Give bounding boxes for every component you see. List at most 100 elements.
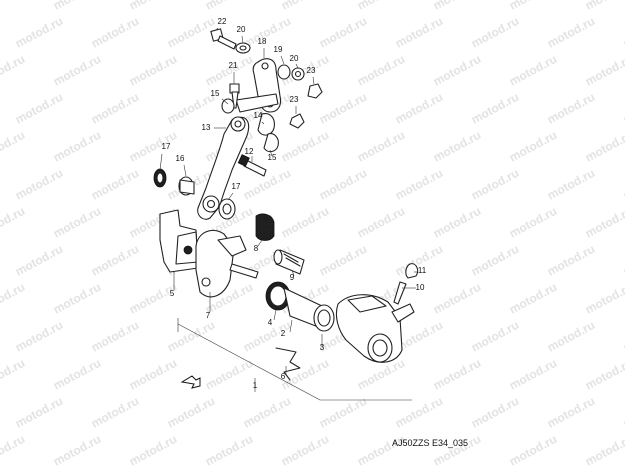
- watermark-text: motod.ru: [127, 280, 179, 317]
- watermark-text: motod.ru: [51, 52, 103, 89]
- watermark-text: motod.ru: [317, 166, 369, 203]
- bolt-part: [210, 28, 251, 54]
- watermark-text: motod.ru: [203, 432, 255, 468]
- watermark-text: motod.ru: [431, 52, 483, 89]
- watermark-text: motod.ru: [469, 14, 521, 51]
- watermark-text: motod.ru: [127, 0, 179, 13]
- watermark-text: motod.ru: [545, 242, 597, 279]
- watermark-text: motod.ru: [507, 356, 559, 393]
- watermark-text: motod.ru: [545, 14, 597, 51]
- watermark-text: motod.ru: [0, 52, 27, 89]
- watermark-text: motod.ru: [0, 128, 27, 165]
- callout-number-20: 20: [237, 25, 246, 34]
- leader-lines: [159, 27, 418, 392]
- callout-leader-line: [257, 239, 263, 247]
- watermark-text: motod.ru: [241, 166, 293, 203]
- front-direction-arrow-icon: [180, 375, 201, 389]
- callout-number-15: 15: [268, 153, 277, 162]
- caliper-body-part: [335, 294, 415, 363]
- watermark-text: motod.ru: [89, 318, 141, 355]
- watermark-text: motod.ru: [583, 128, 625, 165]
- slide-pin-part: [273, 249, 305, 275]
- watermark-text: motod.ru: [317, 394, 369, 431]
- watermark-text: motod.ru: [621, 394, 625, 431]
- callout-number-17: 17: [232, 182, 241, 191]
- bushing-part: [277, 64, 323, 129]
- callout-number-17: 17: [162, 142, 171, 151]
- callout-number-16: 16: [176, 154, 185, 163]
- watermark-text: motod.ru: [583, 52, 625, 89]
- watermark-text: motod.ru: [51, 356, 103, 393]
- watermark-text: motod.ru: [127, 128, 179, 165]
- watermark-text: motod.ru: [13, 242, 65, 279]
- watermark-text: motod.ru: [89, 90, 141, 127]
- callout-number-22: 22: [218, 17, 227, 26]
- callout-leader-line: [289, 319, 293, 333]
- brake-pad-part: [159, 209, 199, 273]
- callout-number-7: 7: [206, 311, 211, 320]
- callout-number-5: 5: [170, 289, 175, 298]
- callout-number-18: 18: [258, 37, 267, 46]
- watermark-text: motod.ru: [545, 90, 597, 127]
- watermark-text: motod.ru: [317, 14, 369, 51]
- callout-leader-line: [159, 153, 163, 171]
- watermark-text: motod.ru: [51, 128, 103, 165]
- watermark-text: motod.ru: [545, 318, 597, 355]
- callout-number-13: 13: [202, 123, 211, 132]
- watermark-text: motod.ru: [203, 52, 255, 89]
- callout-leader-line: [312, 76, 315, 85]
- callout-number-1: 1: [253, 381, 258, 390]
- watermark-text: motod.ru: [13, 166, 65, 203]
- callout-number-10: 10: [416, 283, 425, 292]
- callout-leader-line: [241, 35, 244, 44]
- watermark-text: motod.ru: [51, 432, 103, 468]
- watermark-text: motod.ru: [0, 204, 27, 241]
- callout-leader-line: [215, 27, 219, 31]
- callout-leader-line: [221, 98, 229, 105]
- watermark-text: motod.ru: [279, 204, 331, 241]
- watermark-text: motod.ru: [393, 90, 445, 127]
- watermark-text: motod.ru: [279, 128, 331, 165]
- watermark-text: motod.ru: [621, 14, 625, 51]
- watermark-text: motod.ru: [89, 394, 141, 431]
- watermark-text: motod.ru: [469, 166, 521, 203]
- watermark-text: motod.ru: [165, 14, 217, 51]
- callout-number-8: 8: [254, 244, 259, 253]
- watermark-text: motod.ru: [431, 356, 483, 393]
- bleeder-valve-part: [393, 263, 419, 305]
- dust-boot-part: [255, 213, 275, 241]
- watermark-text: motod.ru: [203, 0, 255, 13]
- pivot-bolt-part: [221, 83, 279, 153]
- watermark-text: motod.ru: [393, 394, 445, 431]
- watermark-text: motod.ru: [89, 242, 141, 279]
- watermark-text: motod.ru: [165, 318, 217, 355]
- watermark-text: motod.ru: [165, 90, 217, 127]
- watermark-text: motod.ru: [469, 318, 521, 355]
- callout-number-20: 20: [290, 54, 299, 63]
- watermark-text: motod.ru: [507, 432, 559, 468]
- watermark-text: motod.ru: [165, 394, 217, 431]
- watermark-text: motod.ru: [431, 128, 483, 165]
- callout-leader-line: [295, 63, 299, 69]
- watermark-text: motod.ru: [469, 394, 521, 431]
- watermark-text: motod.ru: [51, 280, 103, 317]
- seal-part: [153, 168, 195, 196]
- watermark-text: motod.ru: [355, 52, 407, 89]
- watermark-text: motod.ru: [583, 432, 625, 468]
- watermark-text: motod.ru: [393, 166, 445, 203]
- watermark-text: motod.ru: [0, 356, 27, 393]
- callout-number-2: 2: [281, 329, 286, 338]
- watermark-text: motod.ru: [317, 90, 369, 127]
- watermark-text: motod.ru: [355, 128, 407, 165]
- watermark-text: motod.ru: [393, 14, 445, 51]
- watermark-text: motod.ru: [507, 0, 559, 13]
- watermark-text: motod.ru: [51, 0, 103, 13]
- callout-labels: 1234567891011121314151516171718192020212…: [162, 17, 427, 390]
- piston-part: [265, 281, 335, 332]
- watermark-text: motod.ru: [469, 90, 521, 127]
- callout-leader-line: [261, 121, 265, 125]
- watermark-text: motod.ru: [89, 14, 141, 51]
- assembly-bracket: [177, 318, 412, 401]
